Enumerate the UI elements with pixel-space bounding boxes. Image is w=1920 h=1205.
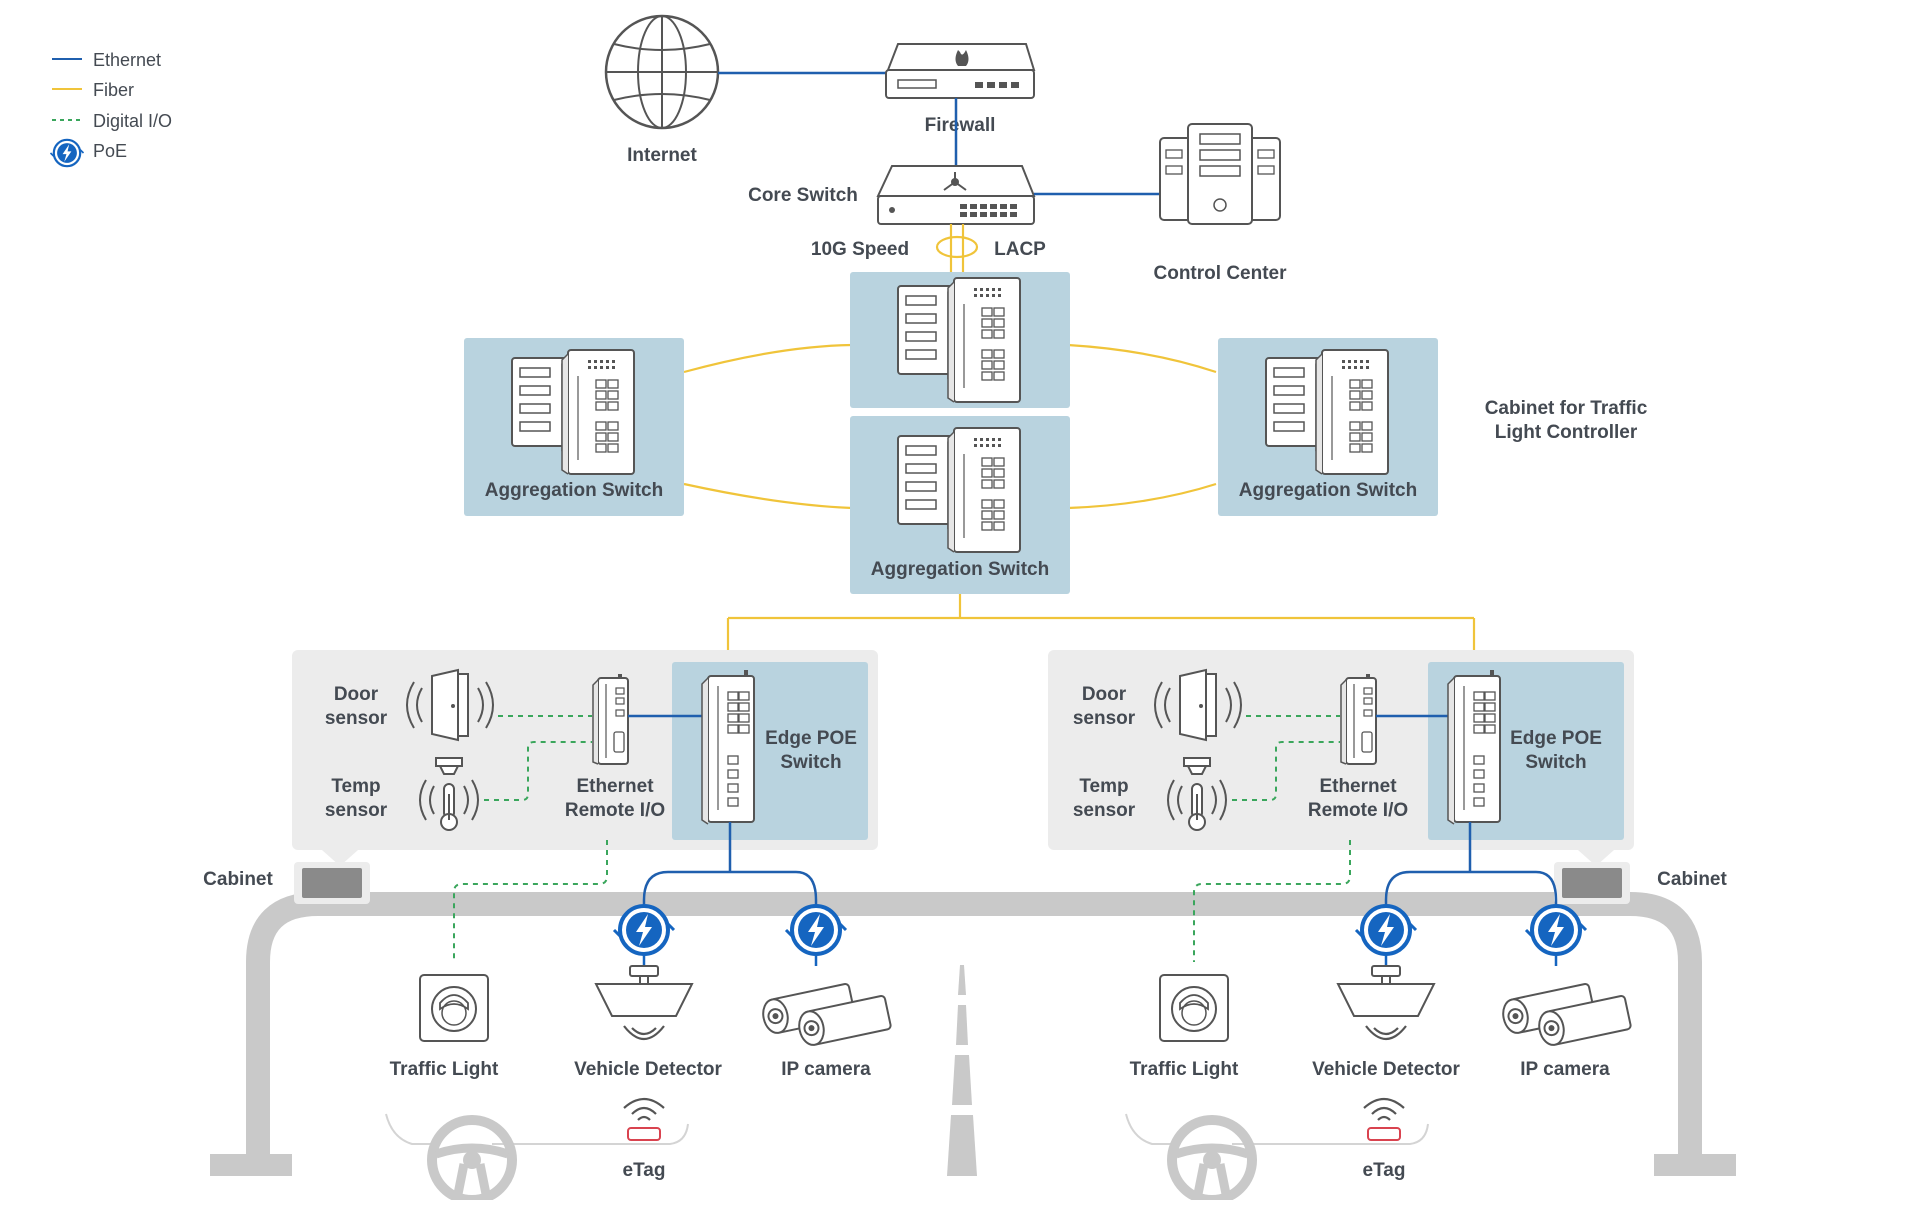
globe-icon <box>604 14 720 130</box>
lacp-ring <box>935 235 979 259</box>
cabinet-label-left: Cabinet <box>203 869 273 890</box>
temp-sensor-label-r1: Temp <box>1079 776 1128 797</box>
temp-io-link-left <box>484 741 592 801</box>
ring-fiber-bottom-left <box>683 482 853 510</box>
steering-wheel-icon <box>1172 1120 1252 1200</box>
remote-io-label-r1: Ethernet <box>1319 776 1397 797</box>
vehicle-detector-icon <box>1336 964 1436 1041</box>
remote-io-label-r2: Remote I/O <box>1308 800 1408 821</box>
internet-label: Internet <box>627 145 697 166</box>
legend-poe-label: PoE <box>93 141 127 161</box>
legend-fiber-label: Fiber <box>93 80 134 100</box>
edge-switch-label-l1: Edge POE <box>765 728 857 749</box>
temp-sensor-label-l1: Temp <box>331 776 380 797</box>
cabinet-pointer-left <box>322 850 358 866</box>
remote-io-icon <box>592 673 629 765</box>
legend-digital-io-label: Digital I/O <box>93 111 172 131</box>
ip-camera-icon <box>1499 982 1633 1049</box>
cabinet-note-line2: Light Controller <box>1495 422 1638 443</box>
core-switch-label: Core Switch <box>748 185 858 206</box>
firewall-label: Firewall <box>925 115 996 136</box>
vehicle-detector-label-right: Vehicle Detector <box>1312 1059 1460 1080</box>
car-outline-right <box>1125 1113 1429 1145</box>
remote-io-label-l1: Ethernet <box>576 776 654 797</box>
cabinet-box-right <box>1562 868 1622 898</box>
etag-icon <box>622 1097 666 1142</box>
ring-fiber-bottom-right <box>1067 482 1217 510</box>
etag-icon <box>1362 1097 1406 1142</box>
edge-switch-label-r1: Edge POE <box>1510 728 1602 749</box>
ip-camera-label-right: IP camera <box>1520 1059 1610 1080</box>
steering-wheel-icon <box>432 1120 512 1200</box>
road-gantry <box>210 892 1736 1176</box>
aggregation-center-label: Aggregation Switch <box>871 559 1049 580</box>
cabinet-box-left <box>302 868 362 898</box>
aggregation-left-label: Aggregation Switch <box>485 480 663 501</box>
cabinet-note-line1: Cabinet for Traffic <box>1485 398 1648 419</box>
door-sensor-label-l2: sensor <box>325 708 388 729</box>
temp-sensor-label-r2: sensor <box>1073 800 1136 821</box>
lacp-label: LACP <box>994 239 1046 260</box>
speed-label: 10G Speed <box>811 239 909 260</box>
remote-io-label-l2: Remote I/O <box>565 800 665 821</box>
poe-icon <box>49 138 85 168</box>
edge-switch-label-l2: Switch <box>780 752 841 773</box>
aggregation-right-label: Aggregation Switch <box>1239 480 1417 501</box>
legend: Ethernet Fiber Digital I/O PoE <box>49 50 172 168</box>
ring-fiber-top-left <box>683 343 853 374</box>
etag-label-left: eTag <box>623 1160 666 1181</box>
traffic-light-icon <box>1159 974 1229 1042</box>
cabinet-label-right: Cabinet <box>1657 869 1727 890</box>
door-sensor-label-r2: sensor <box>1073 708 1136 729</box>
vehicle-detector-label-left: Vehicle Detector <box>574 1059 722 1080</box>
control-center-label: Control Center <box>1154 263 1288 284</box>
car-outline-left <box>385 1113 689 1145</box>
ring-fiber-top-right <box>1067 343 1217 374</box>
core-switch-icon <box>876 165 1036 225</box>
traffic-light-label-right: Traffic Light <box>1130 1059 1239 1080</box>
temp-sensor-label-l2: sensor <box>325 800 388 821</box>
edge-switch-icon <box>1447 669 1501 825</box>
cabinet-pointer-right <box>1578 850 1614 866</box>
firewall-icon <box>885 43 1036 99</box>
ip-camera-icon <box>759 982 893 1049</box>
door-sensor-label-l1: Door <box>334 684 379 705</box>
ip-camera-label-left: IP camera <box>781 1059 871 1080</box>
remote-io-icon <box>1340 673 1377 765</box>
door-sensor-label-r1: Door <box>1082 684 1127 705</box>
aggregation-edge-fiber <box>726 594 1476 672</box>
edge-switch-icon <box>701 669 755 825</box>
traffic-light-label-left: Traffic Light <box>390 1059 499 1080</box>
temp-io-link-right <box>1232 741 1340 801</box>
edge-switch-label-r2: Switch <box>1525 752 1586 773</box>
legend-ethernet-label: Ethernet <box>93 50 161 70</box>
vehicle-detector-icon <box>594 964 694 1041</box>
traffic-light-icon <box>419 974 489 1042</box>
etag-label-right: eTag <box>1363 1160 1406 1181</box>
control-center-icon <box>1159 123 1281 225</box>
